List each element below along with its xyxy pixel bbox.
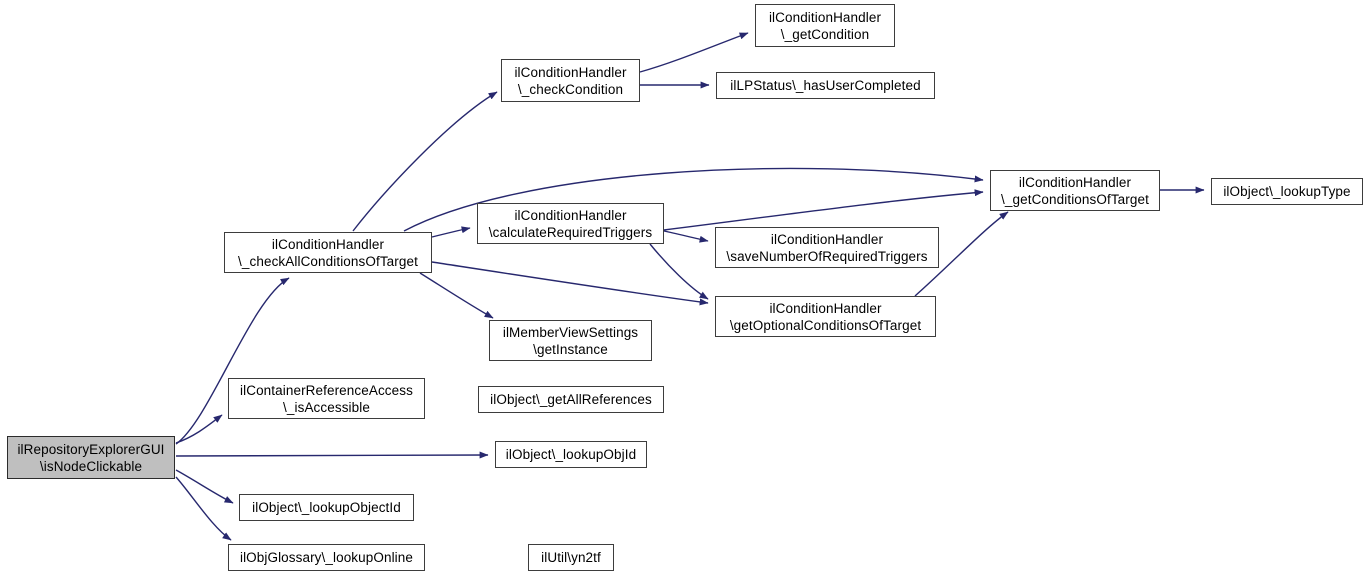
edge-calcTriggers-to-saveTriggers bbox=[663, 230, 709, 243]
node-label-getOptional: ilConditionHandler \getOptionalCondition… bbox=[729, 300, 922, 333]
node-label-memberView: ilMemberViewSettings \getInstance bbox=[502, 324, 639, 357]
node-label-lookupOnline: ilObjGlossary\_lookupOnline bbox=[239, 550, 414, 565]
edge-calcTriggers-to-getConditionsOfTarget bbox=[663, 189, 984, 231]
edge-checkCondition-to-getCondition bbox=[639, 32, 749, 73]
node-label-getAllReferences: ilObject\_getAllReferences bbox=[490, 392, 652, 407]
node-label-containerRef: ilContainerReferenceAccess \_isAccessibl… bbox=[240, 382, 413, 415]
node-getCondition[interactable]: ilConditionHandler \_getCondition bbox=[755, 4, 895, 47]
node-label-checkAll: ilConditionHandler \_checkAllConditionsO… bbox=[238, 236, 418, 269]
edge-checkAll-to-calcTriggers bbox=[431, 226, 471, 238]
node-label-saveTriggers: ilConditionHandler \saveNumberOfRequired… bbox=[726, 231, 928, 264]
node-label-lookupObjectId: ilObject\_lookupObjectId bbox=[252, 500, 401, 515]
edge-root-to-checkAll bbox=[175, 277, 290, 445]
node-label-checkCondition: ilConditionHandler \_checkCondition bbox=[514, 64, 627, 97]
edge-checkAll-to-getConditionsOfTarget bbox=[403, 167, 984, 232]
node-label-lookupType: ilObject\_lookupType bbox=[1223, 184, 1351, 199]
edge-checkAll-to-memberView bbox=[419, 272, 494, 319]
node-label-getConditionsOfTarget: ilConditionHandler \_getConditionsOfTarg… bbox=[1001, 174, 1149, 207]
node-containerRef[interactable]: ilContainerReferenceAccess \_isAccessibl… bbox=[228, 378, 425, 419]
edge-checkAll-to-getOptional bbox=[431, 261, 709, 306]
node-label-yn2tf: ilUtil\yn2tf bbox=[541, 550, 601, 565]
node-label-lookupObjId: ilObject\_lookupObjId bbox=[505, 447, 637, 462]
node-lookupObjectId[interactable]: ilObject\_lookupObjectId bbox=[239, 494, 414, 521]
node-getAllReferences[interactable]: ilObject\_getAllReferences bbox=[478, 386, 664, 413]
node-lookupOnline[interactable]: ilObjGlossary\_lookupOnline bbox=[228, 544, 425, 571]
node-lookupType[interactable]: ilObject\_lookupType bbox=[1211, 178, 1363, 205]
node-getOptional[interactable]: ilConditionHandler \getOptionalCondition… bbox=[715, 296, 936, 337]
node-calcTriggers[interactable]: ilConditionHandler \calculateRequiredTri… bbox=[477, 203, 664, 244]
edge-root-to-lookupOnline bbox=[175, 476, 232, 541]
edges-group bbox=[175, 32, 1205, 541]
edge-calcTriggers-to-getOptional bbox=[649, 243, 709, 300]
node-root[interactable]: ilRepositoryExplorerGUI \isNodeClickable bbox=[7, 436, 175, 479]
node-saveTriggers[interactable]: ilConditionHandler \saveNumberOfRequired… bbox=[715, 227, 939, 268]
node-label-calcTriggers: ilConditionHandler \calculateRequiredTri… bbox=[488, 207, 653, 240]
node-getConditionsOfTarget[interactable]: ilConditionHandler \_getConditionsOfTarg… bbox=[990, 170, 1160, 211]
node-label-getCondition: ilConditionHandler \_getCondition bbox=[768, 9, 882, 42]
node-label-hasUserCompleted: ilLPStatus\_hasUserCompleted bbox=[730, 78, 921, 93]
node-memberView[interactable]: ilMemberViewSettings \getInstance bbox=[489, 320, 652, 361]
edge-root-to-containerRef bbox=[175, 414, 223, 444]
edge-root-to-lookupObjId bbox=[175, 451, 489, 459]
node-yn2tf[interactable]: ilUtil\yn2tf bbox=[528, 544, 614, 571]
edge-checkAll-to-checkCondition bbox=[352, 91, 498, 232]
node-lookupObjId[interactable]: ilObject\_lookupObjId bbox=[495, 441, 647, 468]
edge-getOptional-to-getConditionsOfTarget bbox=[914, 211, 1009, 297]
node-checkCondition[interactable]: ilConditionHandler \_checkCondition bbox=[501, 59, 640, 102]
node-hasUserCompleted[interactable]: ilLPStatus\_hasUserCompleted bbox=[716, 72, 935, 99]
edge-root-to-lookupObjectId bbox=[175, 469, 234, 504]
node-label-root: ilRepositoryExplorerGUI \isNodeClickable bbox=[17, 441, 165, 474]
node-checkAll[interactable]: ilConditionHandler \_checkAllConditionsO… bbox=[224, 232, 432, 273]
